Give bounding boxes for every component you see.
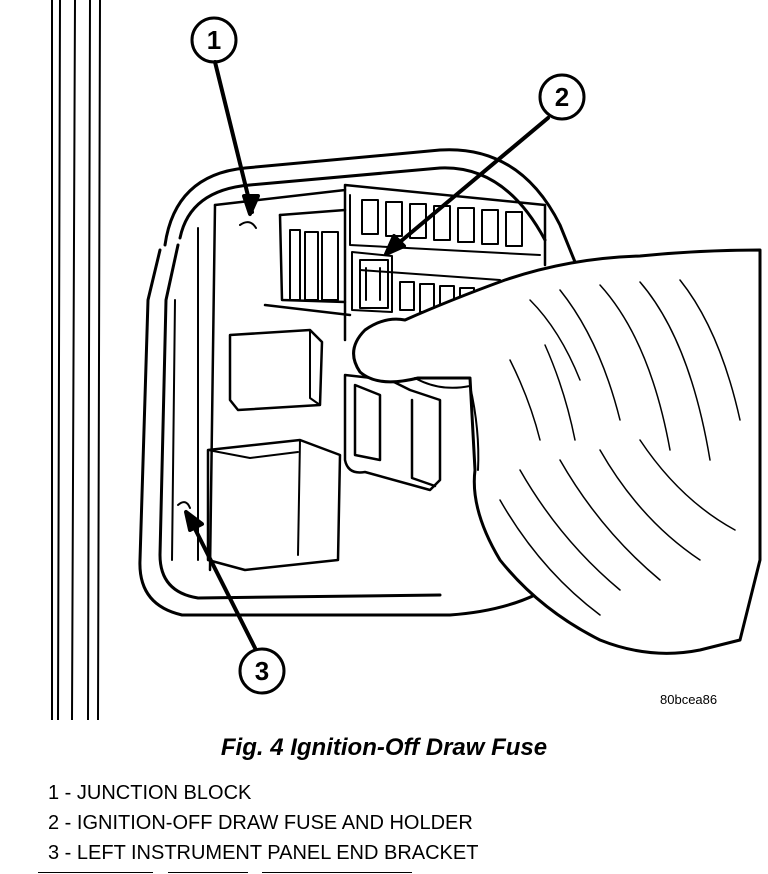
junction-block	[206, 183, 547, 572]
figure-code: 80bcea86	[660, 692, 718, 707]
callout-3-number: 3	[255, 656, 269, 686]
bracket-mark	[177, 501, 191, 509]
maxi-fuse-pair	[289, 229, 339, 301]
figure-caption: Fig. 4 Ignition-Off Draw Fuse	[220, 734, 548, 761]
hand-shading	[499, 279, 741, 616]
leader-arrows	[184, 60, 550, 650]
callout-2: 2	[538, 73, 586, 121]
callout-1: 1	[190, 16, 238, 64]
junction-block-illustration: 1 2 3	[51, 0, 762, 720]
callout-legend: 1 - JUNCTION BLOCK 2 - IGNITION-OFF DRAW…	[48, 778, 478, 868]
fuse-holder	[343, 373, 442, 492]
block-mark	[239, 221, 257, 229]
legend-item: 2 - IGNITION-OFF DRAW FUSE AND HOLDER	[48, 812, 473, 834]
callout-2-number: 2	[555, 82, 569, 112]
legend-item: 1 - JUNCTION BLOCK	[48, 782, 252, 804]
fuse-row-upper	[349, 194, 541, 256]
legend-item: 3 - LEFT INSTRUMENT PANEL END BRACKET	[48, 842, 479, 864]
callout-3: 3	[238, 647, 286, 695]
technician-hand	[352, 248, 762, 655]
panel-edge-lines	[51, 0, 101, 720]
relay-lower	[206, 438, 342, 572]
footer-rule	[168, 872, 248, 873]
relay-upper	[228, 328, 324, 412]
panel-opening	[138, 148, 577, 617]
ignition-off-draw-fuse	[351, 251, 393, 313]
footer-rule	[38, 872, 153, 873]
callout-1-number: 1	[207, 25, 221, 55]
footer-rule	[262, 872, 412, 873]
